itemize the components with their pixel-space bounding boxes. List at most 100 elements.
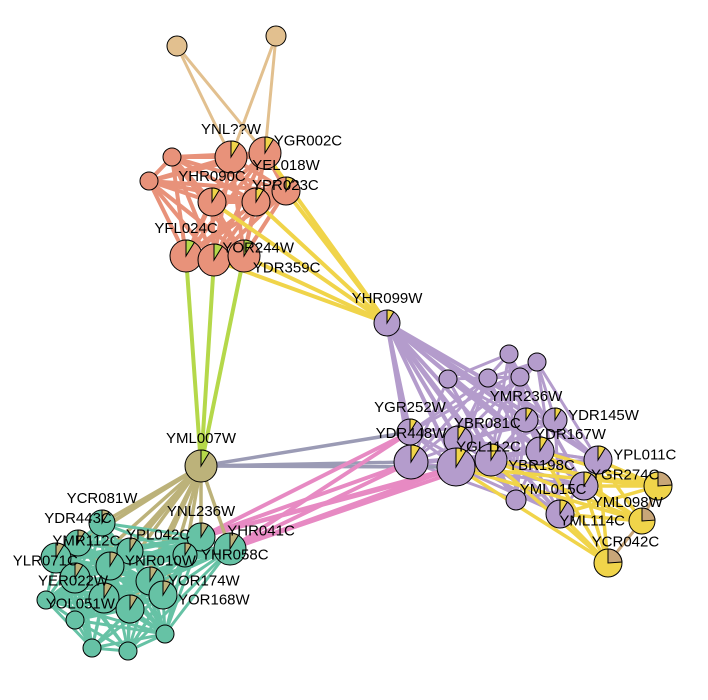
node-unlabeled[interactable] — [265, 25, 287, 47]
node-unlabeled[interactable] — [155, 624, 175, 644]
node-label: YGR274C — [591, 467, 660, 484]
node-label: YCR042C — [592, 533, 660, 550]
node-ybr081c[interactable] — [443, 425, 473, 455]
node-yml114c[interactable] — [628, 507, 656, 535]
node-yor244w[interactable] — [197, 243, 231, 277]
node-ydr448w[interactable] — [393, 444, 429, 480]
node-ypr023c[interactable] — [241, 187, 271, 217]
node-unlabeled[interactable] — [510, 367, 530, 387]
node-label: YHR090C — [178, 168, 246, 185]
node-ygr274c[interactable] — [569, 471, 599, 501]
pie-wedge — [55, 542, 65, 560]
pie-wedge — [229, 532, 240, 551]
node-yml098w[interactable] — [643, 471, 673, 501]
node-unlabeled[interactable] — [166, 35, 188, 57]
node-unlabeled[interactable] — [65, 610, 85, 630]
node-yml015c[interactable] — [545, 499, 575, 529]
edge — [44, 598, 167, 636]
pie-wedge — [185, 239, 196, 258]
node-label: YBR198C — [508, 457, 575, 474]
node-label: YDR145W — [568, 407, 640, 424]
pie-wedge — [641, 507, 656, 522]
node-label: YEL018W — [252, 157, 320, 174]
edge — [446, 352, 511, 381]
pie-wedge — [129, 537, 138, 553]
node-yfl024c[interactable] — [169, 239, 203, 273]
edge — [489, 458, 644, 523]
node-ygr002c[interactable] — [248, 136, 282, 170]
node-yhr058c[interactable] — [172, 542, 198, 568]
node-ygr252w[interactable] — [396, 418, 424, 446]
node-label: YGL112C — [456, 438, 521, 455]
edge — [147, 179, 288, 193]
node-ypl042c[interactable] — [116, 537, 144, 565]
node-unlabeled[interactable] — [478, 368, 498, 388]
pie-wedge — [184, 542, 192, 557]
pie-wedge — [74, 562, 84, 580]
node-ynl236w[interactable] — [186, 522, 216, 552]
edge — [100, 521, 203, 539]
edge — [408, 376, 490, 434]
edge — [199, 460, 413, 539]
node-ycr081w[interactable] — [88, 509, 116, 537]
node-unlabeled[interactable] — [438, 369, 458, 389]
pie-wedge — [213, 243, 224, 262]
node-unlabeled[interactable] — [36, 590, 56, 610]
node-yml007w[interactable] — [184, 449, 218, 483]
pie-wedge — [554, 407, 562, 422]
edge — [199, 430, 412, 539]
node-yel018w[interactable] — [271, 176, 301, 206]
node-ynl??w[interactable] — [214, 140, 248, 174]
edge — [385, 321, 600, 462]
node-label: YML015C — [520, 481, 587, 498]
node-label: YOR244W — [222, 240, 295, 257]
node-label: YNL??W — [201, 121, 262, 138]
node-yor168w[interactable] — [148, 580, 178, 610]
node-ygl112c[interactable] — [436, 447, 476, 487]
edge — [456, 418, 557, 442]
node-ydr167w[interactable] — [525, 436, 555, 466]
node-unlabeled[interactable] — [162, 147, 182, 167]
edge — [199, 254, 246, 468]
edge — [175, 44, 267, 155]
node-label: YOR174W — [168, 573, 241, 590]
node-ycr042c[interactable] — [593, 548, 623, 578]
edge — [454, 465, 610, 565]
node-label: YBR081C — [454, 415, 521, 432]
node-ypl011c[interactable] — [583, 445, 613, 475]
node-labels: YNL??WYGR002CYEL018WYHR090CYPR023CYFL024… — [13, 121, 677, 612]
node-ybr198c[interactable] — [474, 443, 508, 477]
node-unlabeled[interactable] — [82, 638, 102, 658]
pie-wedge — [129, 594, 139, 611]
edge — [199, 430, 412, 468]
node-yhr099w[interactable] — [373, 309, 401, 337]
node-ydr145w[interactable] — [542, 407, 568, 433]
node-ymr236w[interactable] — [513, 407, 539, 433]
node-label: YLR071C — [13, 552, 78, 569]
node-yhr041c[interactable] — [213, 532, 247, 566]
node-yhr090c[interactable] — [197, 187, 227, 217]
node-label: YDR448W — [376, 425, 448, 442]
edge — [284, 189, 389, 325]
node-unlabeled[interactable] — [499, 344, 519, 364]
pie-wedge — [103, 582, 113, 600]
node-ymr112c[interactable] — [40, 542, 72, 574]
pie-wedge — [455, 447, 467, 469]
node-ylr071c[interactable] — [59, 562, 91, 594]
edge — [212, 151, 267, 262]
node-ydr359c[interactable] — [227, 239, 261, 273]
edge — [73, 618, 167, 636]
node-unlabeled[interactable] — [139, 171, 159, 191]
node-yer022w[interactable] — [88, 582, 120, 614]
node-label: YMR236W — [490, 388, 563, 405]
node-unlabeled[interactable] — [527, 352, 547, 372]
node-ydr443c[interactable] — [64, 529, 92, 557]
node-ynr010w[interactable] — [95, 551, 125, 581]
pie-wedge — [109, 551, 119, 568]
edge — [242, 254, 389, 325]
node-unlabeled[interactable] — [118, 641, 138, 661]
node-unlabeled[interactable] — [505, 489, 527, 511]
node-yol051w[interactable] — [115, 594, 145, 624]
node-label: YDR359C — [253, 259, 321, 276]
node-label: YCR081W — [67, 490, 139, 507]
